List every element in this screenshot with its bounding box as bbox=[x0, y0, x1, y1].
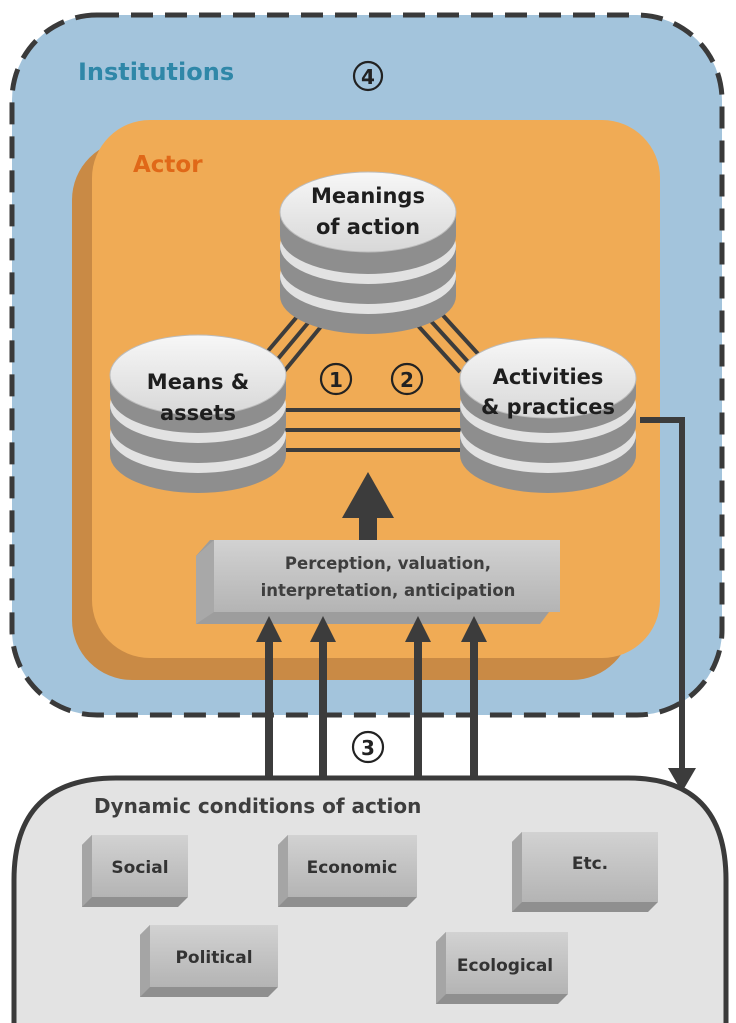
condition-political: Political bbox=[140, 925, 278, 997]
perception-line2: interpretation, anticipation bbox=[261, 581, 516, 600]
activities-line2: & practices bbox=[481, 395, 615, 419]
perception-box: Perception, valuation, interpretation, a… bbox=[196, 540, 560, 624]
condition-label: Ecological bbox=[457, 956, 553, 976]
marker-1: 1 bbox=[319, 362, 353, 396]
svg-text:2: 2 bbox=[400, 368, 414, 392]
connection-means-activities bbox=[285, 408, 462, 452]
condition-economic: Economic bbox=[278, 835, 417, 907]
perception-arrow bbox=[342, 472, 394, 545]
perception-line1: Perception, valuation, bbox=[285, 554, 491, 573]
meanings-node: Meanings of action bbox=[279, 171, 457, 334]
svg-text:3: 3 bbox=[361, 736, 375, 760]
condition-etc: Etc. bbox=[512, 832, 658, 912]
condition-label: Political bbox=[175, 948, 252, 968]
means-line1: Means & bbox=[147, 370, 249, 394]
marker-4-circle bbox=[352, 60, 384, 92]
condition-social: Social bbox=[82, 835, 188, 907]
meanings-line1: Meanings bbox=[311, 184, 425, 208]
conditions-title: Dynamic conditions of action bbox=[94, 794, 421, 818]
feedback-arrow bbox=[640, 417, 696, 792]
meanings-line2: of action bbox=[316, 215, 420, 239]
condition-arrows bbox=[256, 616, 487, 780]
condition-label: Economic bbox=[307, 858, 398, 878]
condition-label: Social bbox=[111, 858, 168, 878]
activities-line1: Activities bbox=[493, 365, 604, 389]
means-line2: assets bbox=[160, 401, 236, 425]
condition-label: Etc. bbox=[572, 854, 608, 874]
marker-3: 3 bbox=[351, 730, 385, 764]
activities-node: Activities & practices bbox=[459, 337, 637, 493]
actor-label: Actor bbox=[133, 152, 203, 178]
marker-2: 2 bbox=[390, 362, 424, 396]
condition-ecological: Ecological bbox=[436, 932, 568, 1004]
institutions-label: Institutions bbox=[78, 58, 234, 86]
svg-text:1: 1 bbox=[329, 368, 343, 392]
means-node: Means & assets bbox=[109, 334, 287, 493]
marker-4: 4 bbox=[361, 65, 375, 89]
